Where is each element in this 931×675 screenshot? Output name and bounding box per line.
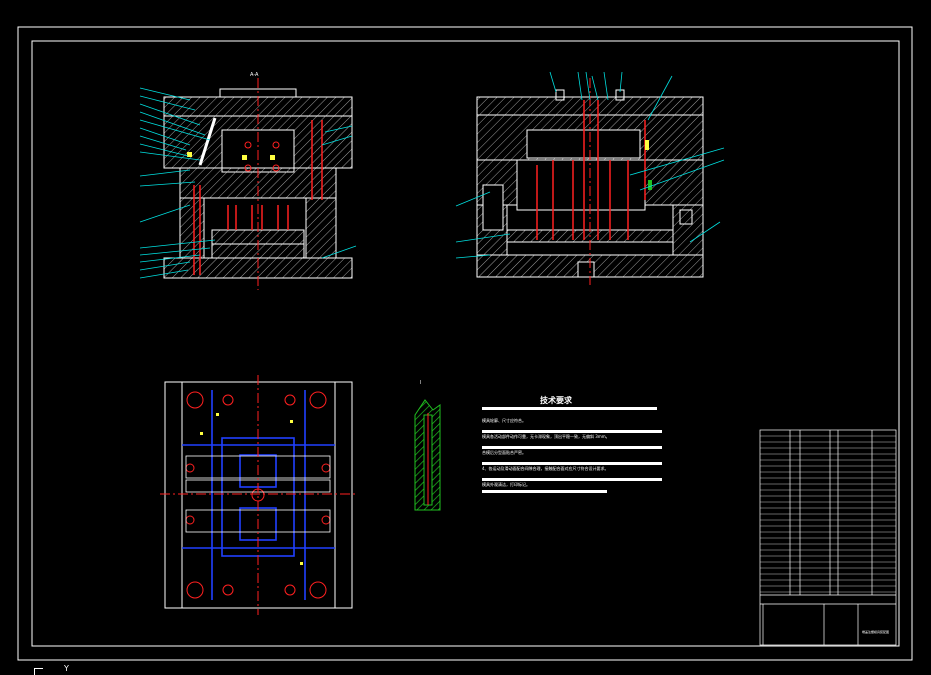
plan-view[interactable] [160,375,357,615]
tech-req-line-4: 4、各运动及滑动面配合间隙合理，接触配合面对应尺寸符合设计要求。 [482,466,609,471]
drawing-frame [17,26,913,661]
tech-req-line-5: 模具外观清洁，打印标记。 [482,482,530,487]
title-block-drawing-name: 端盖注塑模具装配图 [862,630,890,634]
bill-of-materials [760,435,896,593]
detail-label: I [420,380,421,386]
front-section-label: A-A [250,72,259,78]
title-block[interactable] [759,429,897,646]
side-section-view[interactable] [455,71,725,285]
detail-part-view[interactable]: I [414,380,441,511]
ucs-icon [34,668,43,675]
technical-requirements [482,407,662,493]
tech-req-title: 技术要求 [540,396,572,405]
front-section-view[interactable]: A-A [139,72,357,290]
status-bar-coords: Y [64,664,69,673]
tech-req-line-2: 模具各活动部件动作可靠，无卡滞现象，顶出平稳一致，无偏斜 3mm。 [482,434,610,439]
tech-req-line-3: 合模后分型面贴合严密。 [482,450,526,455]
tech-req-line-1: 模具轮廓、尺寸应符合。 [482,418,526,423]
